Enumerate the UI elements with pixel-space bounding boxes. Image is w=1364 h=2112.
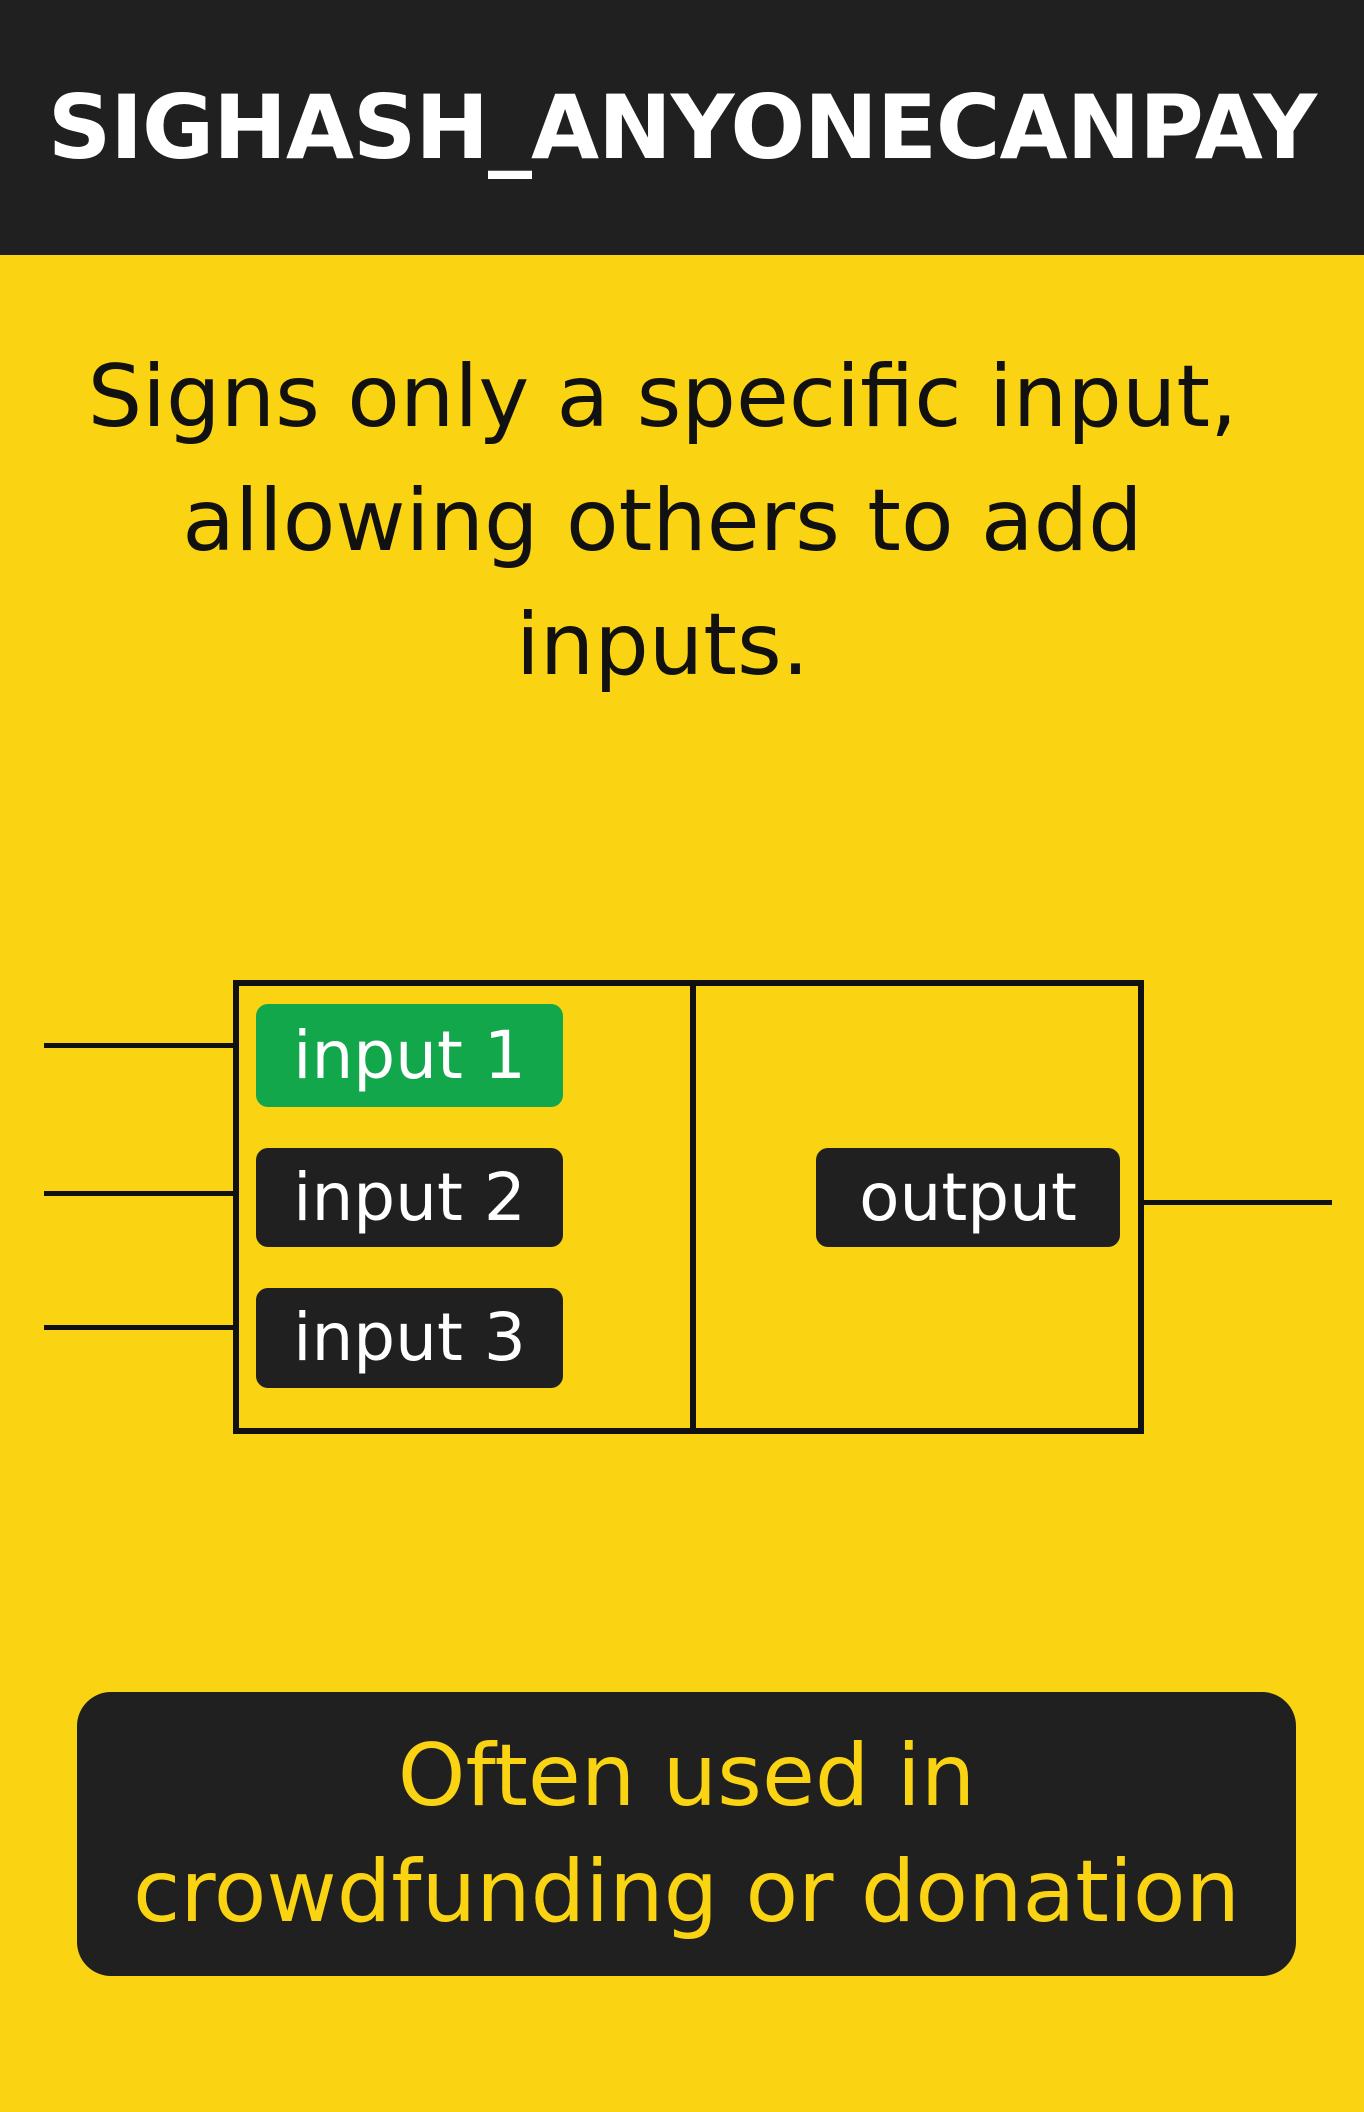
output-label: output [859, 1158, 1077, 1236]
usage-note-text: Often used in crowdfunding or donation [133, 1726, 1240, 1942]
input-1-pill: input 1 [256, 1004, 563, 1107]
page-title: SIGHASH_ANYONECANPAY [47, 76, 1317, 179]
transaction-box [233, 980, 1144, 1434]
output-pill: output [816, 1148, 1120, 1247]
input-1-line [44, 1043, 236, 1048]
header-bar: SIGHASH_ANYONECANPAY [0, 0, 1364, 255]
description-text: Signs only a specific input, allowing ot… [87, 347, 1238, 695]
input-2-label: input 2 [293, 1158, 526, 1236]
input-2-pill: input 2 [256, 1148, 563, 1247]
input-3-pill: input 3 [256, 1288, 563, 1388]
transaction-divider [690, 980, 696, 1434]
input-1-label: input 1 [293, 1016, 526, 1094]
input-2-line [44, 1191, 236, 1196]
input-3-line [44, 1325, 236, 1330]
input-3-label: input 3 [293, 1299, 526, 1376]
output-line [1141, 1200, 1332, 1205]
usage-note: Often used in crowdfunding or donation [77, 1692, 1296, 1976]
